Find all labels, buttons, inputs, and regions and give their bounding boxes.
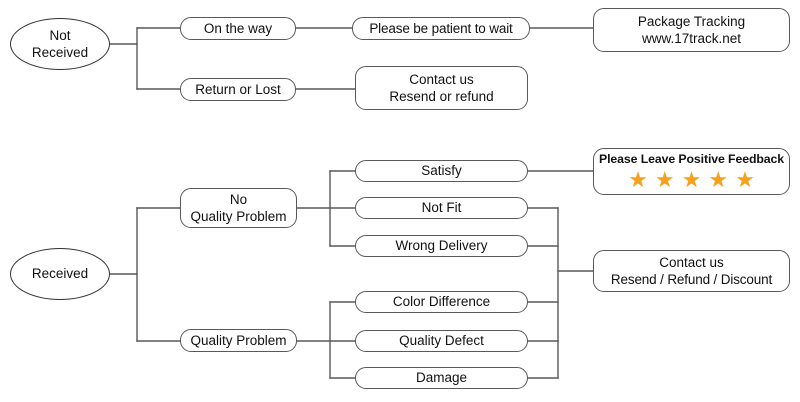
node-not-fit[interactable]: Not Fit	[355, 197, 528, 219]
star-icon[interactable]: ★	[735, 167, 755, 193]
node-quality-problem-label: Quality Problem	[190, 332, 287, 348]
node-on-the-way-label: On the way	[203, 20, 273, 36]
node-satisfy-label: Satisfy	[421, 163, 462, 179]
node-no-quality-problem-line1: No	[229, 191, 248, 207]
star-icon[interactable]: ★	[628, 167, 648, 193]
node-no-quality-problem[interactable]: No Quality Problem	[180, 188, 297, 228]
node-quality-defect-label: Quality Defect	[399, 333, 484, 349]
node-quality-problem[interactable]: Quality Problem	[180, 329, 297, 352]
node-not-received-line2: Received	[31, 45, 89, 60]
star-icon[interactable]: ★	[708, 167, 729, 193]
node-please-be-patient[interactable]: Please be patient to wait	[352, 17, 530, 40]
node-positive-feedback-label: Please Leave Positive Feedback	[599, 151, 784, 166]
node-color-difference[interactable]: Color Difference	[355, 291, 528, 313]
node-return-or-lost[interactable]: Return or Lost	[180, 78, 296, 101]
node-contact-resend-refund[interactable]: Contact us Resend or refund	[355, 66, 528, 110]
node-please-be-patient-label: Please be patient to wait	[369, 20, 513, 36]
node-not-received[interactable]: Not Received	[10, 18, 110, 70]
node-package-tracking-line1: Package Tracking	[637, 13, 746, 29]
node-damage[interactable]: Damage	[355, 367, 528, 389]
node-received[interactable]: Received	[10, 248, 110, 300]
node-package-tracking-line2: www.17track.net	[641, 31, 742, 46]
node-no-quality-problem-line2: Quality Problem	[190, 209, 287, 224]
node-satisfy[interactable]: Satisfy	[355, 160, 528, 182]
node-on-the-way[interactable]: On the way	[180, 17, 296, 40]
node-contact-discount-line1: Contact us	[659, 254, 724, 270]
node-wrong-delivery-label: Wrong Delivery	[395, 238, 488, 254]
node-received-label: Received	[31, 266, 89, 282]
star-icon[interactable]: ★	[654, 167, 675, 193]
node-positive-feedback[interactable]: Please Leave Positive Feedback ★ ★ ★ ★ ★	[593, 148, 790, 195]
star-icon[interactable]: ★	[681, 167, 702, 193]
node-contact-resend-refund-discount[interactable]: Contact us Resend / Refund / Discount	[593, 250, 790, 292]
node-return-or-lost-label: Return or Lost	[195, 81, 281, 97]
node-color-difference-label: Color Difference	[392, 294, 491, 310]
node-damage-label: Damage	[415, 370, 468, 386]
node-contact-resend-refund-line2: Resend or refund	[389, 89, 494, 104]
node-wrong-delivery[interactable]: Wrong Delivery	[355, 235, 528, 257]
node-contact-discount-line2: Resend / Refund / Discount	[610, 272, 773, 287]
node-contact-resend-refund-line1: Contact us	[409, 71, 474, 87]
node-package-tracking[interactable]: Package Tracking www.17track.net	[593, 8, 790, 52]
node-quality-defect[interactable]: Quality Defect	[355, 330, 528, 352]
star-rating[interactable]: ★ ★ ★ ★ ★	[628, 169, 755, 191]
node-not-fit-label: Not Fit	[421, 200, 462, 216]
node-not-received-line1: Not	[49, 27, 71, 43]
